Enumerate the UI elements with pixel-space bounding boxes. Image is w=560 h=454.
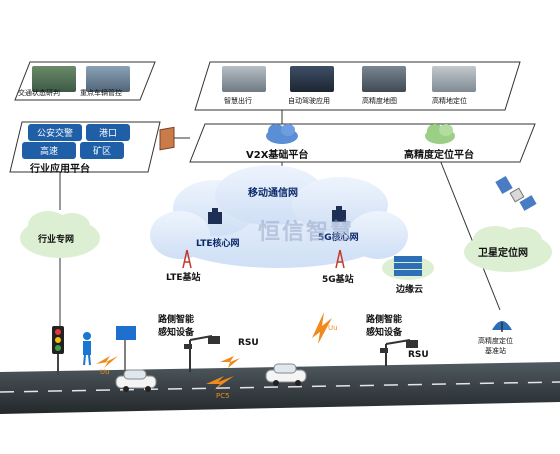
- traffic-thumbnail: [32, 66, 76, 92]
- chip-port: 港口: [86, 124, 130, 141]
- 5g-bs-label: 5G基站: [322, 275, 354, 285]
- v2x-cloud-icon: [266, 124, 298, 144]
- lightning-group: [96, 312, 332, 390]
- roadside-sensing-right-label: 路侧智能 感知设备: [366, 315, 403, 338]
- 5g-tower-icon: [335, 249, 345, 269]
- lte-tower-icon: [182, 249, 192, 269]
- app-label-2: 自动驾驶应用: [288, 97, 330, 105]
- pc5-lightning: [206, 376, 234, 390]
- industry-platform-label: 行业应用平台: [30, 164, 90, 175]
- rsu-left-label: RSU: [238, 338, 259, 348]
- lte-core-label: LTE核心网: [196, 239, 240, 249]
- roadside-pole-right: [380, 339, 418, 366]
- positioning-cloud-icon: [425, 124, 455, 144]
- chip-mining: 矿区: [80, 142, 124, 159]
- platform-panel: [189, 123, 536, 163]
- edge-cloud-icon: [382, 256, 434, 280]
- industry-network-label: 行业专网: [38, 235, 75, 245]
- vehicle-thumbnail: [86, 66, 130, 92]
- firewall-icon: [159, 126, 175, 151]
- 5g-core-server-icon: [332, 206, 346, 222]
- v2x-platform-label: V2X基础平台: [246, 150, 309, 161]
- app-label-1: 智慧出行: [224, 97, 252, 105]
- app-label-4: 高精地定位: [432, 97, 467, 105]
- uu-lightning-left: [96, 356, 118, 368]
- car-middle-icon: [265, 363, 307, 386]
- edge-cloud-label: 边缘云: [396, 285, 424, 295]
- mobile-network-label: 移动通信网: [248, 188, 298, 199]
- road-sign-icon: [116, 326, 136, 372]
- roadside-sensing-left-label: 路侧智能 感知设备: [158, 315, 195, 338]
- reference-station-icon: [492, 321, 512, 332]
- chip-highway: 高速: [22, 142, 76, 159]
- industry-app-label-1: 交通状态研判: [18, 89, 60, 97]
- rsu-right-label: RSU: [408, 350, 429, 360]
- roadside-pole-left: [184, 335, 220, 372]
- reference-station-label: 高精度定位 基准站: [478, 337, 513, 355]
- autonomous-thumbnail: [290, 66, 334, 92]
- satellite-network-cloud: [464, 226, 552, 272]
- industry-app-label-2: 重点车辆管控: [80, 89, 122, 97]
- satellite-icon: [495, 175, 537, 211]
- watermark: 恒信智慧: [258, 220, 355, 245]
- pc5-label: PC5: [216, 392, 230, 400]
- traffic-light-icon: [52, 326, 64, 375]
- lte-core-server-icon: [208, 208, 222, 224]
- positioning-platform-label: 高精度定位平台: [404, 150, 474, 161]
- pedestrian-icon: [83, 332, 91, 366]
- rsu-lightning: [220, 356, 240, 368]
- lte-bs-label: LTE基站: [166, 273, 201, 283]
- uu-left-label: Uu: [100, 368, 110, 376]
- hd-map-thumbnail: [362, 66, 406, 92]
- 5g-core-label: 5G核心网: [318, 233, 359, 243]
- satellite-network-label: 卫星定位网: [478, 248, 528, 259]
- road-lane-marking: [0, 381, 560, 393]
- chip-police: 公安交警: [28, 124, 82, 141]
- uu-mid-label: Uu: [328, 324, 338, 332]
- industry-network-cloud: [20, 211, 100, 258]
- smart-travel-thumbnail: [222, 66, 266, 92]
- uu-lightning-mid: [312, 312, 332, 344]
- hd-positioning-thumbnail: [432, 66, 476, 92]
- car-left-icon: [115, 369, 157, 392]
- app-label-3: 高精度地图: [362, 97, 397, 105]
